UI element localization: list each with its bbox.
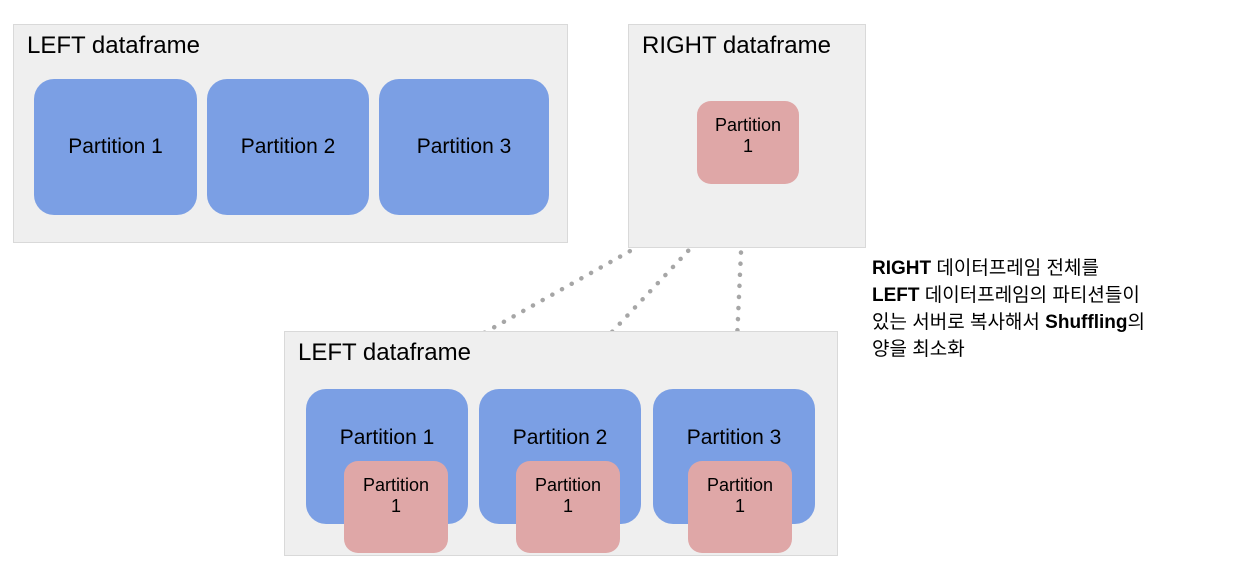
partition-label: Partition 1	[714, 115, 782, 156]
explanation-note: RIGHT 데이터프레임 전체를 LEFT 데이터프레임의 파티션들이 있는 서…	[872, 255, 1252, 363]
right-partition-1: Partition 1	[697, 101, 799, 184]
right-partition-copy-2: Partition 1	[516, 461, 620, 553]
note-line-3-bold: Shuffling	[1045, 312, 1128, 333]
right-dataframe-frame: RIGHT dataframe Partition 1	[628, 24, 866, 248]
partition-label: Partition 1	[68, 135, 163, 158]
note-line-1: RIGHT 데이터프레임 전체를	[872, 255, 1252, 282]
left-dataframe-frame-bottom: LEFT dataframe Partition 1 Partition 2 P…	[284, 331, 838, 556]
partition-label: Partition 2	[512, 426, 608, 449]
left-dataframe-title-bottom: LEFT dataframe	[298, 339, 471, 366]
partition-label: Partition 3	[416, 135, 512, 158]
note-line-4: 양을 최소화	[872, 339, 965, 360]
note-line-2: LEFT 데이터프레임의 파티션들이	[872, 282, 1252, 309]
partition-label: Partition 1	[339, 426, 435, 449]
left-top-partition-1: Partition 1	[34, 79, 197, 215]
note-line-2-bold: LEFT	[872, 285, 920, 306]
left-top-partition-3: Partition 3	[379, 79, 549, 215]
partition-label: Partition 1	[362, 475, 430, 516]
partition-label: Partition 1	[706, 475, 774, 516]
note-line-3-post: 의	[1127, 312, 1145, 333]
partition-label: Partition 3	[686, 426, 782, 449]
note-line-1-bold: RIGHT	[872, 258, 932, 279]
note-line-1-rest: 데이터프레임 전체를	[931, 258, 1099, 279]
left-dataframe-title-top: LEFT dataframe	[27, 32, 200, 59]
note-line-3: 있는 서버로 복사해서 Shuffling의	[872, 309, 1252, 336]
partition-label: Partition 2	[240, 135, 336, 158]
note-line-3-pre: 있는 서버로 복사해서	[872, 312, 1046, 333]
right-partition-copy-3: Partition 1	[688, 461, 792, 553]
left-top-partition-2: Partition 2	[207, 79, 369, 215]
left-dataframe-frame-top: LEFT dataframe Partition 1 Partition 2 P…	[13, 24, 568, 243]
partition-label: Partition 1	[534, 475, 602, 516]
right-dataframe-title: RIGHT dataframe	[642, 32, 831, 59]
right-partition-copy-1: Partition 1	[344, 461, 448, 553]
note-line-2-rest: 데이터프레임의 파티션들이	[919, 285, 1140, 306]
